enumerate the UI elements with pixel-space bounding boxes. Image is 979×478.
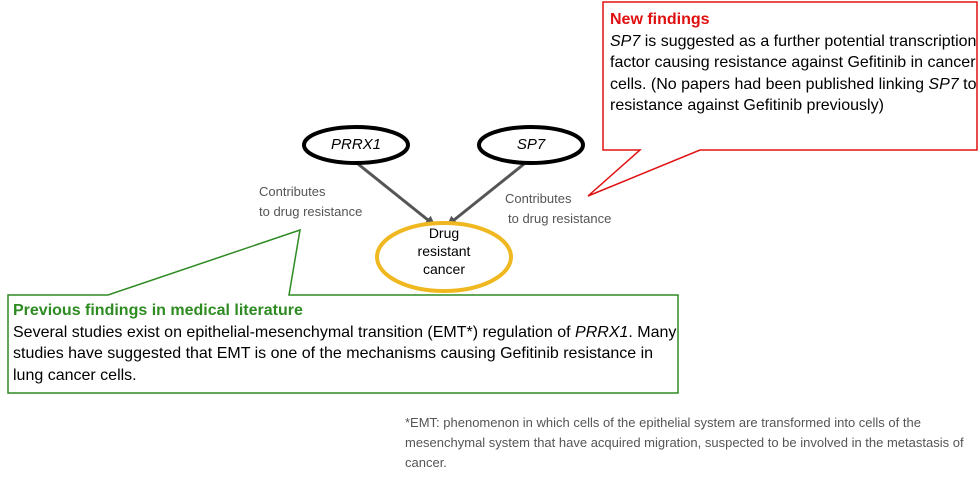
previous-findings-callout-shape (7, 228, 679, 394)
emt-footnote: *EMT: phenomenon in which cells of the e… (405, 415, 964, 470)
edge-label-left-line-1: Contributes (259, 184, 326, 199)
node-sp7-label: SP7 (516, 136, 546, 153)
new-findings-body: SP7 is suggested as a further potential … (610, 31, 978, 117)
edge-label-right-line-1: Contributes (505, 191, 572, 206)
new-findings-gene: SP7 (610, 32, 641, 50)
node-sp7 (477, 125, 585, 165)
drug-label-line-2: resistant (417, 243, 471, 259)
arrow-sp7-to-cancer (446, 162, 525, 226)
previous-findings-text-1: Several studies exist on epithelial-mese… (13, 323, 576, 341)
previous-findings-body: Several studies exist on epithelial-mese… (13, 322, 683, 387)
node-prrx1 (302, 125, 410, 165)
drug-label-line-3: cancer (422, 261, 466, 277)
previous-findings-gene: PRRX1 (575, 323, 629, 341)
new-findings-title: New findings (610, 11, 710, 28)
new-findings-text-2: to resistance against Gefitinib previous… (610, 75, 977, 115)
previous-findings-title: Previous findings in medical literature (13, 302, 303, 319)
edge-label-right-line-2: to drug resistance (508, 211, 612, 226)
new-findings-gene-2: SP7 (928, 75, 959, 93)
previous-findings-callout: Previous findings in medical literature … (13, 300, 683, 386)
edge-label-right: Contributes to drug resistance (505, 189, 611, 229)
edge-label-left-line-2: to drug resistance (259, 204, 363, 219)
edge-label-left: Contributes to drug resistance (259, 182, 362, 222)
arrow-prrx1-to-cancer (357, 162, 436, 226)
node-prrx1-label: PRRX1 (330, 136, 382, 153)
node-drug-resistant-cancer-label: Drug resistant cancer (394, 224, 494, 278)
drug-label-line-1: Drug (428, 225, 460, 241)
node-drug-resistant-cancer (375, 221, 513, 293)
new-findings-callout: New findings SP7 is suggested as a furth… (610, 9, 978, 117)
new-findings-text-1: is suggested as a further potential tran… (610, 32, 977, 93)
new-findings-callout-shape (587, 1, 978, 197)
previous-findings-text-2: . Many studies have suggested that EMT i… (13, 323, 677, 384)
